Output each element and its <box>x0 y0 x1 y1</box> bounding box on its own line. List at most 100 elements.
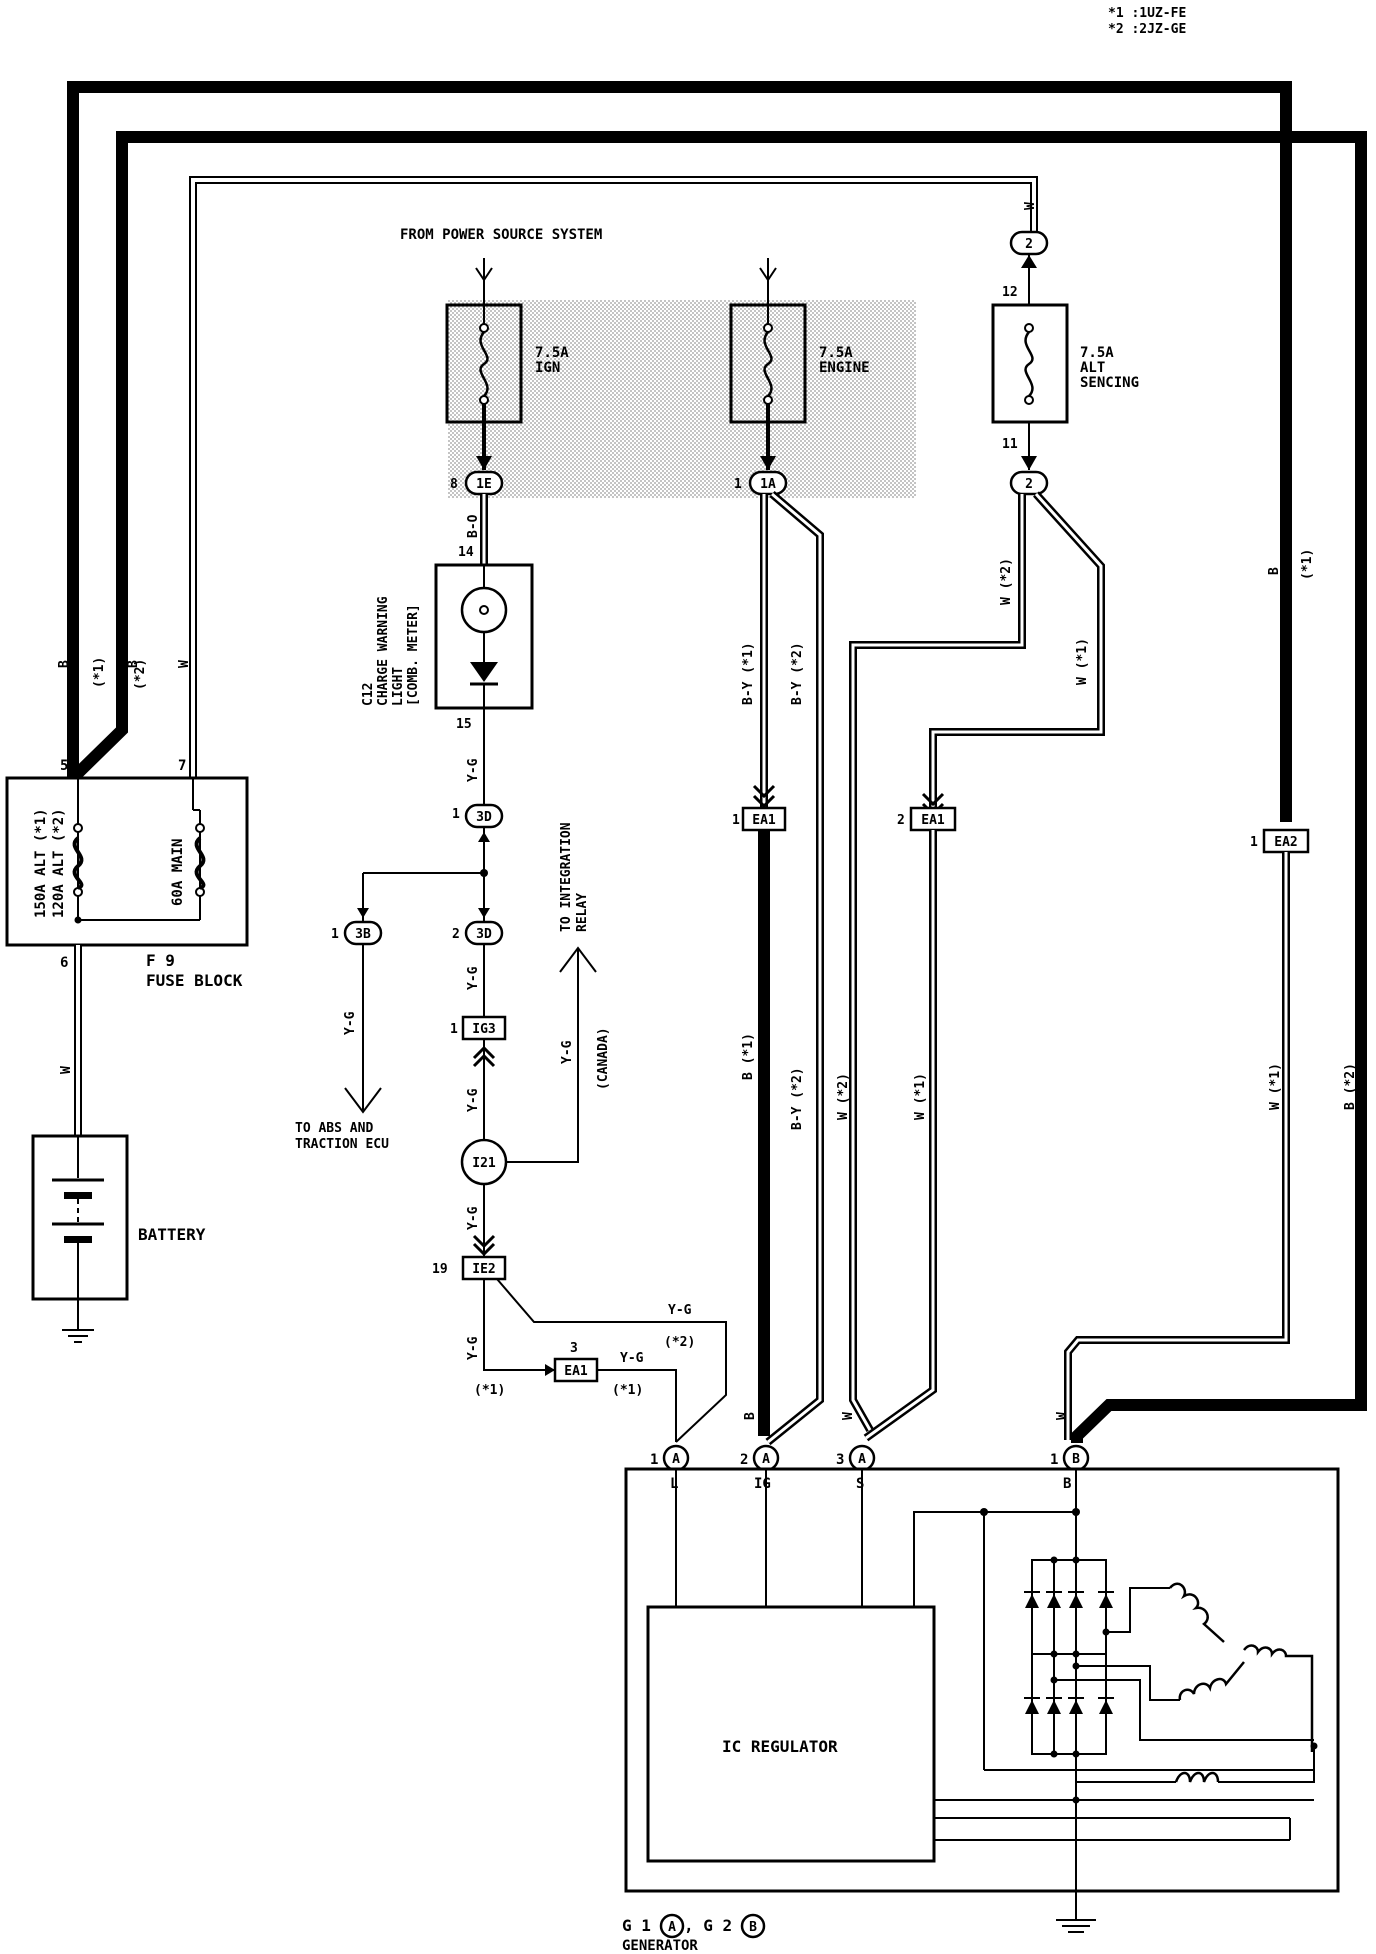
svg-text:3D: 3D <box>476 927 492 942</box>
legend-note-2: *2 :2JZ-GE <box>1108 22 1186 37</box>
connector-2-top: 2 <box>1009 230 1049 256</box>
fuse-alt-sencing <box>991 255 1069 470</box>
connector-ig3-pin: 1 <box>450 1022 458 1037</box>
wire-b-y-star1 <box>752 494 776 809</box>
legend-note-1: *1 :1UZ-FE <box>1108 6 1186 21</box>
wire-label-y-g-5: Y-G <box>466 1336 481 1360</box>
svg-text:IG3: IG3 <box>472 1022 495 1037</box>
generator-name: GENERATOR <box>622 1938 698 1954</box>
connector-ea1-2: EA1 <box>909 806 957 832</box>
wire-label-w-star1-b: W (*1) <box>1268 1063 1283 1110</box>
wire-label-w-star2-s: W (*2) <box>836 1073 851 1120</box>
abs-label-line1: TO ABS AND <box>295 1121 373 1136</box>
wire-label-b-star2-b: B (*2) <box>1343 1063 1358 1110</box>
terminal-l-connector: A <box>662 1444 690 1472</box>
connector-3d-2-pin: 2 <box>452 927 460 942</box>
wire-label-y-g-star2: Y-G <box>668 1303 692 1318</box>
wire-i21-ie2 <box>472 1184 496 1257</box>
wire-label-w-left: W <box>177 660 192 668</box>
svg-text:1A: 1A <box>760 477 776 492</box>
fuse-block-pin-5: 5 <box>60 758 68 774</box>
wire-ig3-i21 <box>472 1039 496 1140</box>
wire-label-b-left2: B <box>126 660 141 668</box>
connector-1e-pin: 8 <box>450 477 458 492</box>
fuse-block-f9 <box>5 776 249 1136</box>
svg-text:EA1: EA1 <box>564 1364 588 1379</box>
terminal-b-pin: 1 <box>1050 1452 1058 1468</box>
combmeter-line2: LIGHT <box>391 667 406 706</box>
wire-b-y-star2 <box>765 490 824 1446</box>
svg-text:1E: 1E <box>476 477 492 492</box>
connector-ea2: EA2 <box>1262 828 1310 854</box>
wire-w-alt-sense <box>189 176 1038 778</box>
fuse-120a-label: 120A ALT (*2) <box>51 808 67 918</box>
connector-ea1-3-pin: 3 <box>570 1341 578 1356</box>
fuse-block-pin-6: 6 <box>60 955 68 971</box>
battery-label: BATTERY <box>138 1225 206 1244</box>
terminal-ig-name: IG <box>754 1476 771 1492</box>
connector-2-bottom: 2 <box>1009 470 1049 496</box>
wire-to-integration-relay <box>506 946 597 1163</box>
fuse-engine <box>729 303 807 470</box>
wire-label-b-o: B-O <box>466 514 481 538</box>
fuse-150a-label: 150A ALT (*1) <box>33 808 49 918</box>
svg-text:G 1: G 1 <box>622 1916 651 1935</box>
wire-b-star1 <box>67 81 1292 822</box>
wire-ie2-to-l <box>483 1278 727 1443</box>
wire-3d-junction <box>357 827 490 922</box>
svg-text:2: 2 <box>1025 477 1033 492</box>
ic-regulator-label: IC REGULATOR <box>722 1737 838 1756</box>
svg-text:IE2: IE2 <box>472 1262 495 1277</box>
fuse-ign-amps: 7.5A <box>535 345 569 361</box>
connector-ig3: IG3 <box>461 1015 507 1041</box>
wire-label-b-y-star2: B-Y (*2) <box>790 642 805 705</box>
combmeter-line3: [COMB. METER] <box>406 604 421 706</box>
wire-w-star1-s-lower <box>863 830 937 1442</box>
wire-label-y-g-1: Y-G <box>466 758 481 782</box>
wire-label-b-star1-ig: B (*1) <box>741 1033 756 1080</box>
fuse-block-name: FUSE BLOCK <box>146 971 243 990</box>
wire-w-star2-s <box>849 494 1026 1432</box>
integration-label-line1: TO INTEGRATION <box>559 822 574 932</box>
fuse-alt-pin-top: 12 <box>1002 285 1018 300</box>
wire-label-w-b: W <box>1055 1412 1070 1420</box>
wire-label-b-left: B <box>57 660 72 668</box>
terminal-s-connector: A <box>848 1444 876 1472</box>
connector-3b-pin: 1 <box>331 927 339 942</box>
wire-label-star1-left: (*1) <box>92 657 107 688</box>
wire-label-star2-left: (*2) <box>133 659 148 690</box>
terminal-s-name: S <box>856 1476 864 1492</box>
svg-text:3B: 3B <box>355 927 371 942</box>
combmeter-code: C12 <box>361 683 376 706</box>
connector-ea1-2-pin: 2 <box>897 813 905 828</box>
combmeter-pin-top: 14 <box>458 545 474 560</box>
connector-1a-pin: 1 <box>734 477 742 492</box>
svg-text:EA2: EA2 <box>1274 835 1297 850</box>
fuse-alt-line1: ALT <box>1080 360 1105 376</box>
fuse-engine-amps: 7.5A <box>819 345 853 361</box>
fuse-alt-pin-bottom: 11 <box>1002 437 1018 452</box>
connector-ie2-pin: 19 <box>432 1262 448 1277</box>
connector-i21: I21 <box>460 1138 508 1186</box>
wire-label-b-ig: B <box>743 1412 758 1420</box>
fuse-engine-name: ENGINE <box>819 360 870 376</box>
junction-block-shading <box>448 300 916 498</box>
wire-label-w-star1-top: W (*1) <box>1075 638 1090 685</box>
integration-label-line2: RELAY <box>575 893 590 932</box>
terminal-s-pin: 3 <box>836 1452 844 1468</box>
fuse-ign <box>445 303 523 470</box>
source-arrow-ign <box>475 258 493 305</box>
wire-label-canada: (CANADA) <box>596 1027 611 1090</box>
wire-label-y-g-6: Y-G <box>620 1351 644 1366</box>
connector-3d-2: 3D <box>464 920 504 946</box>
wire-label-w-star2-top: W (*2) <box>999 558 1014 605</box>
fuse-ign-name: IGN <box>535 360 560 376</box>
combmeter-line1: CHARGE WARNING <box>376 596 391 706</box>
svg-text:A: A <box>858 1452 866 1467</box>
power-source-label: FROM POWER SOURCE SYSTEM <box>400 227 602 243</box>
wire-label-y-g-4: Y-G <box>466 1206 481 1230</box>
wire-label-w-top-right: W <box>1023 202 1038 210</box>
svg-text:I21: I21 <box>472 1156 496 1171</box>
wire-label-w-star1-s: W (*1) <box>913 1073 928 1120</box>
combmeter-pin-bottom: 15 <box>456 717 472 732</box>
